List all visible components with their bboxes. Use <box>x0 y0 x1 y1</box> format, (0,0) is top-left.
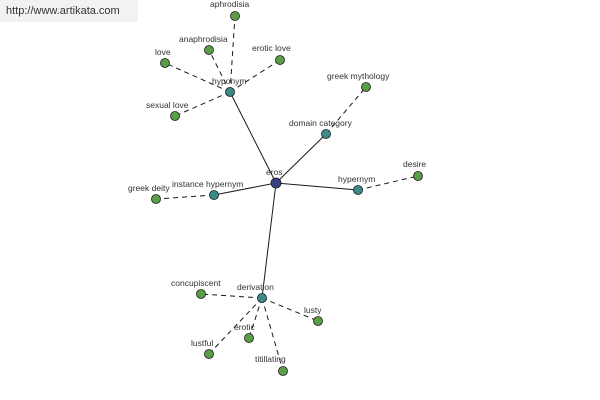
leaf-node-aphrodisia[interactable] <box>230 11 240 21</box>
leaf-label-greek-deity[interactable]: greek deity <box>128 183 170 193</box>
leaf-node-sexual-love[interactable] <box>170 111 180 121</box>
leaf-label-erotic[interactable]: erotic <box>234 322 256 332</box>
leaf-label-concupiscent[interactable]: concupiscent <box>171 278 221 288</box>
source-url-banner[interactable]: http://www.artikata.com <box>0 0 138 22</box>
leaf-label-love[interactable]: love <box>155 47 171 57</box>
leaf-node-erotic[interactable] <box>244 333 254 343</box>
edge-derivation-concupiscent <box>200 293 263 299</box>
graph-edges <box>155 15 419 372</box>
leaf-node-greek-mythology[interactable] <box>361 82 371 92</box>
leaf-node-titillating[interactable] <box>278 366 288 376</box>
relation-node-domain[interactable] <box>321 129 331 139</box>
relation-node-derivation[interactable] <box>257 293 267 303</box>
leaf-label-sexual-love[interactable]: sexual love <box>146 100 189 110</box>
relation-node-hyponym[interactable] <box>225 87 235 97</box>
relation-label-instance[interactable]: instance hypernym <box>172 179 243 189</box>
edge-domain-greek-mythology <box>325 86 367 135</box>
relation-label-derivation[interactable]: derivation <box>237 282 274 292</box>
edge-derivation-erotic <box>248 297 263 339</box>
leaf-node-lusty[interactable] <box>313 316 323 326</box>
edge-eros-hypernym <box>275 182 359 191</box>
graph-labels: aphrodisia anaphrodisia love erotic love sex… <box>128 0 426 364</box>
edge-hyponym-sexual-love <box>174 91 231 117</box>
edge-derivation-lustful <box>208 297 263 355</box>
edge-hyponym-anaphrodisia <box>208 49 231 93</box>
leaf-node-anaphrodisia[interactable] <box>204 45 214 55</box>
leaf-label-lusty[interactable]: lusty <box>304 305 322 315</box>
leaf-node-love[interactable] <box>160 58 170 68</box>
edge-eros-domain <box>275 133 327 184</box>
relation-label-domain[interactable]: domain category <box>289 118 353 128</box>
leaf-label-lustful[interactable]: lustful <box>191 338 213 348</box>
edge-derivation-lusty <box>261 297 319 322</box>
edge-derivation-titillating <box>261 297 284 372</box>
edge-hyponym-aphrodisia <box>229 15 236 93</box>
edge-hyponym-love <box>164 62 231 93</box>
leaf-label-greek-mythology[interactable]: greek mythology <box>327 71 390 81</box>
edge-eros-instance <box>213 182 277 196</box>
edge-eros-hyponym <box>229 91 277 184</box>
leaf-label-erotic-love[interactable]: erotic love <box>252 43 291 53</box>
leaf-node-erotic-love[interactable] <box>275 55 285 65</box>
leaf-node-lustful[interactable] <box>204 349 214 359</box>
leaf-label-desire[interactable]: desire <box>403 159 426 169</box>
leaf-node-greek-deity[interactable] <box>151 194 161 204</box>
leaf-node-desire[interactable] <box>413 171 423 181</box>
relation-label-hypernym[interactable]: hypernym <box>338 174 375 184</box>
edge-hyponym-erotic-love <box>229 59 281 93</box>
center-label-eros[interactable]: eros <box>266 167 283 177</box>
edge-eros-derivation <box>261 182 277 299</box>
leaf-label-anaphrodisia[interactable]: anaphrodisia <box>179 34 228 44</box>
leaf-label-titillating[interactable]: titillating <box>255 354 286 364</box>
relation-label-hyponym[interactable]: hyponym <box>212 76 247 86</box>
edge-instance-greek-deity <box>155 194 215 200</box>
relation-node-hypernym[interactable] <box>353 185 363 195</box>
center-node-eros[interactable] <box>270 177 282 189</box>
leaf-node-concupiscent[interactable] <box>196 289 206 299</box>
leaf-label-aphrodisia[interactable]: aphrodisia <box>210 0 249 9</box>
relation-node-instance[interactable] <box>209 190 219 200</box>
graph-nodes <box>151 11 423 376</box>
edge-hypernym-desire <box>357 175 419 191</box>
